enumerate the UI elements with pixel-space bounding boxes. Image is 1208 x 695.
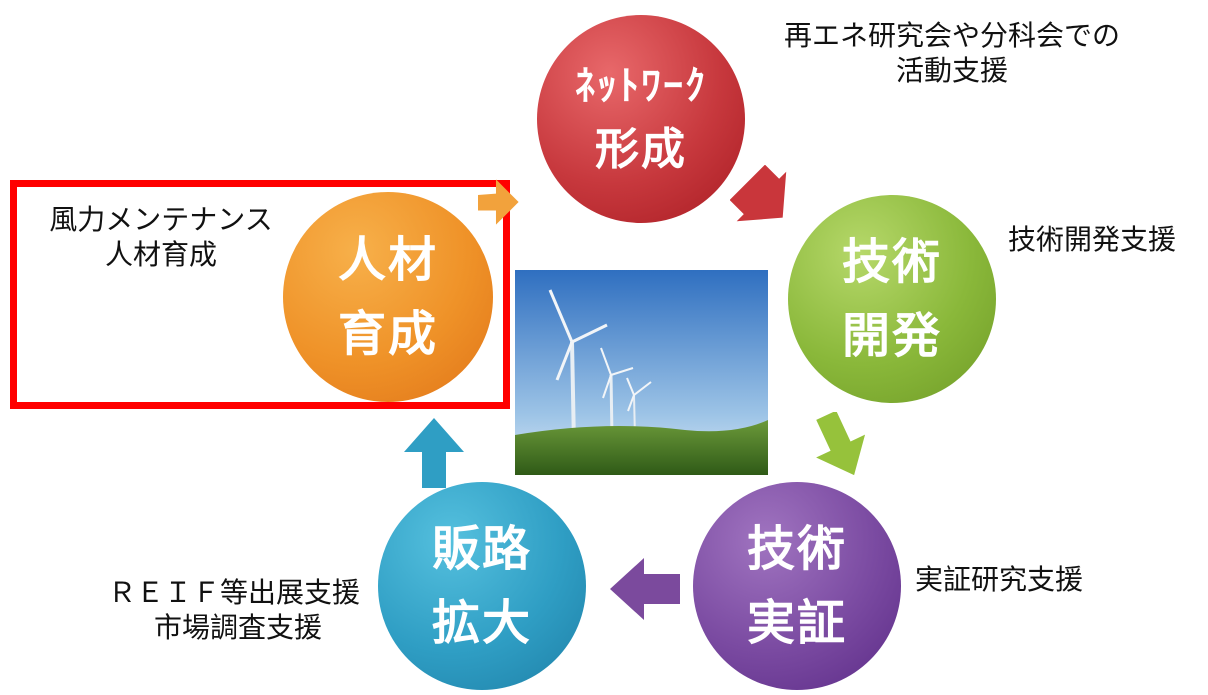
node-hr-line2: 育成: [337, 306, 438, 362]
wind-turbine-image: [515, 270, 768, 475]
label-techdev-line1: 技術開発支援: [1008, 223, 1177, 256]
node-hr-development: 人材 育成: [283, 192, 493, 402]
arrow-hr-to-network: [478, 179, 519, 225]
node-sales-expansion: 販路 拡大: [378, 482, 586, 690]
label-network-line2: 活動支援: [895, 54, 1008, 87]
label-sales-line1: ＲＥＩＦ等出展支援: [107, 576, 360, 609]
node-tech-demonstration: 技術 実証: [693, 482, 901, 690]
node-network-formation: ﾈｯﾄﾜｰｸ 形成: [537, 15, 745, 223]
node-techdev-line1: 技術: [841, 234, 942, 290]
arrow-techdev-to-demo: [816, 412, 866, 476]
arrow-sales-to-hr: [404, 418, 464, 488]
label-hr: 風力メンテナンス 人材育成: [36, 202, 286, 272]
node-network-line2: 形成: [595, 124, 687, 175]
label-demo: 実証研究支援: [915, 562, 1083, 597]
label-network-line1: 再エネ研究会や分科会での: [783, 19, 1120, 52]
node-tech-development: 技術 開発: [788, 195, 996, 403]
highlight-frame: [10, 180, 510, 409]
node-sales-line1: 販路: [431, 521, 532, 577]
label-tech-dev: 技術開発支援: [1008, 222, 1176, 257]
node-demo-line1: 技術: [746, 521, 847, 577]
node-hr-line1: 人材: [337, 232, 438, 288]
node-demo-line2: 実証: [746, 595, 847, 651]
label-hr-line1: 風力メンテナンス: [49, 203, 273, 236]
node-techdev-line2: 開発: [841, 308, 942, 364]
label-hr-line2: 人材育成: [104, 238, 217, 271]
label-network: 再エネ研究会や分科会での 活動支援: [752, 18, 1152, 88]
node-sales-line2: 拡大: [431, 595, 532, 651]
arrow-network-to-techdev: [730, 165, 787, 222]
label-demo-line1: 実証研究支援: [915, 563, 1084, 596]
arrow-demo-to-sales: [610, 558, 680, 620]
node-network-line1: ﾈｯﾄﾜｰｸ: [575, 63, 707, 109]
label-sales: ＲＥＩＦ等出展支援 市場調査支援: [40, 575, 360, 645]
label-sales-line2: 市場調査支援: [153, 611, 322, 644]
